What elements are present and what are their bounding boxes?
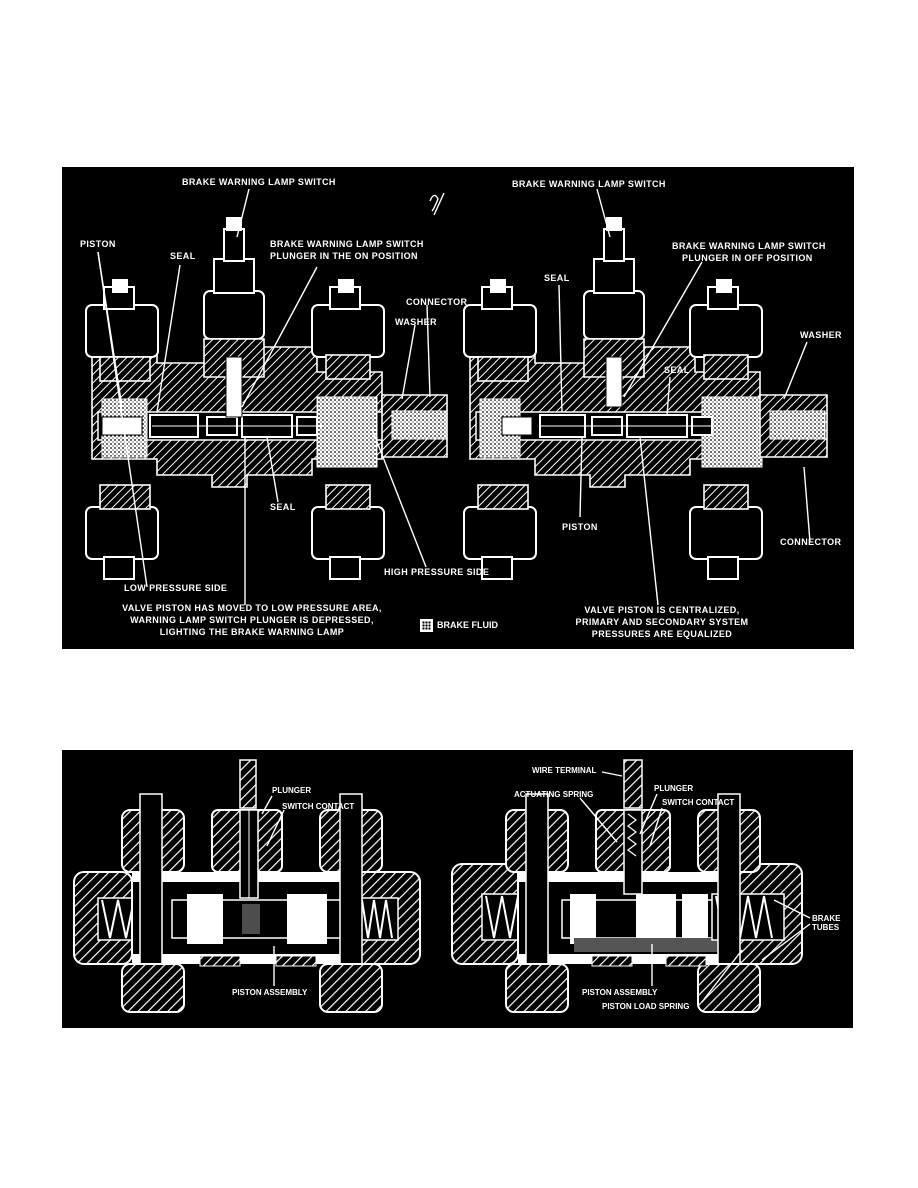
right-valve-drawing bbox=[463, 217, 828, 580]
label-plunger-left: PLUNGER bbox=[272, 786, 312, 795]
caption-left-line2: WARNING LAMP SWITCH PLUNGER IS DEPRESSED… bbox=[130, 615, 374, 625]
label-brake-tubes-line2: TUBES bbox=[812, 923, 840, 932]
label-brake-warning-lamp-switch-right: BRAKE WARNING LAMP SWITCH bbox=[512, 179, 666, 189]
label-plunger-on-line1: BRAKE WARNING LAMP SWITCH bbox=[270, 239, 424, 249]
left-assembly-drawing bbox=[73, 759, 421, 1013]
label-actuating-spring: ACTUATING SPRING bbox=[514, 790, 594, 799]
leader-lines-left bbox=[97, 188, 431, 605]
label-piston-left: PISTON bbox=[80, 239, 116, 249]
legend-brake-fluid: BRAKE FLUID bbox=[420, 619, 498, 632]
figure-2-valve-assembly: PLUNGER SWITCH CONTACT PISTON ASSEMBLY W… bbox=[62, 750, 853, 1028]
label-plunger-off-line1: BRAKE WARNING LAMP SWITCH bbox=[672, 241, 826, 251]
label-washer-left: WASHER bbox=[395, 317, 437, 327]
label-brake-tubes-line1: BRAKE bbox=[812, 914, 841, 923]
brake-fluid-swatch-icon bbox=[420, 619, 433, 632]
label-piston-assembly-right: PISTON ASSEMBLY bbox=[582, 988, 658, 997]
label-switch-contact-right: SWITCH CONTACT bbox=[662, 798, 735, 807]
label-plunger-on-line2: PLUNGER IN THE ON POSITION bbox=[270, 251, 418, 261]
caption-left-line1: VALVE PISTON HAS MOVED TO LOW PRESSURE A… bbox=[122, 603, 382, 613]
label-seal-mid-right: SEAL bbox=[664, 365, 690, 375]
label-washer-right: WASHER bbox=[800, 330, 842, 340]
label-piston-right: PISTON bbox=[562, 522, 598, 532]
valve-assembly-drawing bbox=[73, 759, 811, 1013]
label-connector-right: CONNECTOR bbox=[780, 537, 842, 547]
label-plunger-off-line2: PLUNGER IN OFF POSITION bbox=[682, 253, 813, 263]
leader-lines-right bbox=[558, 188, 811, 606]
caption-right-line3: PRESSURES ARE EQUALIZED bbox=[591, 629, 733, 639]
label-piston-load-spring: PISTON LOAD SPRING bbox=[602, 1002, 690, 1011]
label-switch-contact-left: SWITCH CONTACT bbox=[282, 802, 355, 811]
legend-brake-fluid-label: BRAKE FLUID bbox=[437, 619, 498, 630]
label-wire-terminal: WIRE TERMINAL bbox=[532, 766, 597, 775]
label-low-pressure-side: LOW PRESSURE SIDE bbox=[124, 583, 228, 593]
label-brake-warning-lamp-switch-left: BRAKE WARNING LAMP SWITCH bbox=[182, 177, 336, 187]
caption-right-line2: PRIMARY AND SECONDARY SYSTEM bbox=[575, 617, 749, 627]
label-seal-bottom-left: SEAL bbox=[270, 502, 296, 512]
label-piston-assembly-left: PISTON ASSEMBLY bbox=[232, 988, 308, 997]
caption-left-line3: LIGHTING THE BRAKE WARNING LAMP bbox=[159, 627, 345, 637]
label-connector-left: CONNECTOR bbox=[406, 297, 468, 307]
handwritten-mark bbox=[429, 192, 445, 216]
label-high-pressure-side: HIGH PRESSURE SIDE bbox=[384, 567, 490, 577]
right-assembly-drawing bbox=[451, 759, 803, 1013]
caption-right-line1: VALVE PISTON IS CENTRALIZED, bbox=[584, 605, 740, 615]
left-valve-drawing bbox=[85, 217, 448, 580]
label-plunger-right: PLUNGER bbox=[654, 784, 694, 793]
leader-lines-figure2 bbox=[261, 771, 811, 1003]
valve-cutaway-drawing bbox=[85, 188, 828, 606]
label-seal-left: SEAL bbox=[170, 251, 196, 261]
figure-1-valve-states: BRAKE WARNING LAMP SWITCH PISTON SEAL BR… bbox=[62, 167, 854, 649]
label-seal-right: SEAL bbox=[544, 273, 570, 283]
